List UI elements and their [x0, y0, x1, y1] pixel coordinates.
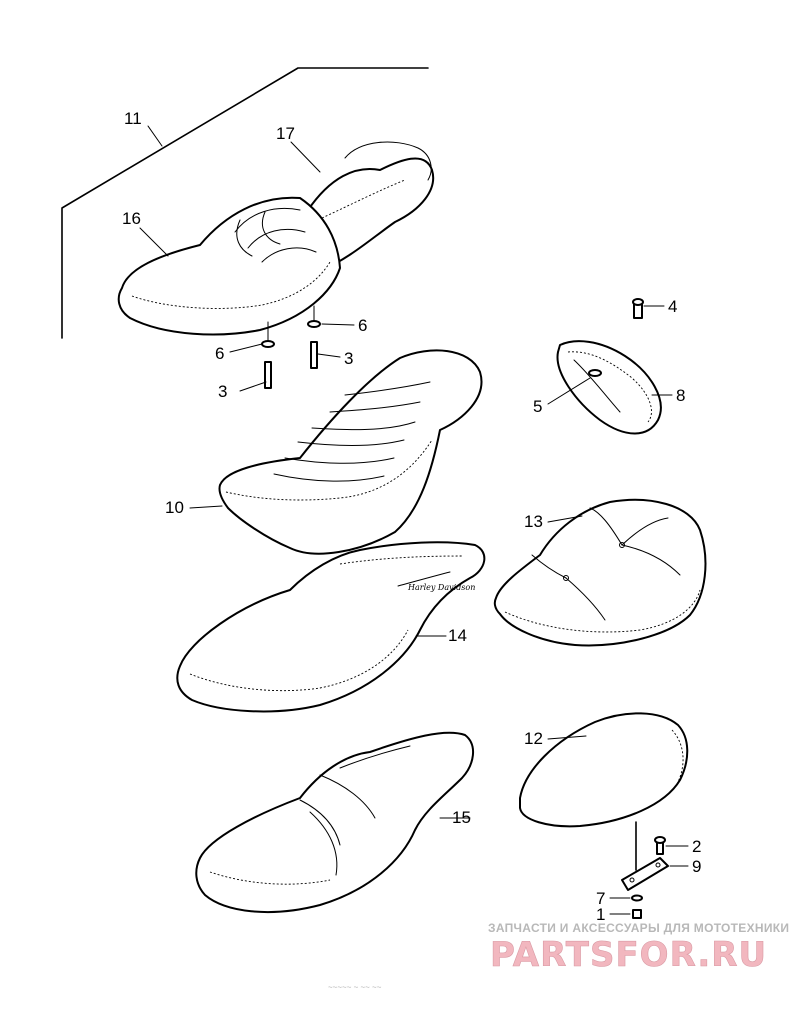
- bracket-9: [621, 857, 669, 891]
- harley-davidson-script-logo: Harley Davidson: [407, 583, 475, 592]
- seat-15: [195, 731, 474, 913]
- watermark-logo: PARTSFOR.RU: [490, 935, 767, 975]
- callout-3-left: 3: [218, 382, 227, 401]
- callout-10: 10: [165, 498, 184, 517]
- callout-5: 5: [533, 397, 542, 416]
- hardware-right-screw-washer: [307, 305, 321, 369]
- assembly-11-bracket: [61, 67, 429, 339]
- washer-5: [588, 369, 602, 377]
- callout-1: 1: [596, 905, 605, 924]
- hardware-left-screw-washer: [261, 321, 275, 389]
- callout-11: 11: [124, 109, 142, 128]
- callout-3-right: 3: [344, 349, 353, 368]
- leader-lines: [139, 125, 689, 915]
- seat-10: [218, 349, 483, 555]
- seat-assembly-16-17: [117, 141, 435, 336]
- callout-6-left: 6: [215, 344, 224, 363]
- watermark: ЗАПЧАСТИ И АКСЕССУАРЫ ДЛЯ МОТОТЕХНИКИ PA…: [488, 921, 789, 975]
- callout-17: 17: [276, 124, 295, 143]
- callout-labels: 11 17 16 6 6 3 3 4 5 8 10 13 14 12 15 2 …: [122, 109, 701, 924]
- callout-2: 2: [692, 837, 701, 856]
- callout-4: 4: [668, 297, 677, 316]
- callout-8: 8: [676, 386, 685, 405]
- callout-7: 7: [596, 889, 605, 908]
- callout-16: 16: [122, 209, 141, 228]
- bolt-4: [632, 298, 644, 319]
- seat-12-solo: [519, 712, 689, 871]
- callout-9: 9: [692, 857, 701, 876]
- screw-2: [654, 836, 666, 855]
- callout-12: 12: [524, 729, 543, 748]
- callout-6-right: 6: [358, 316, 367, 335]
- seat-13-pillow: [493, 498, 707, 647]
- callout-15: 15: [452, 808, 471, 827]
- washer-7: [631, 894, 643, 902]
- callout-13: 13: [524, 512, 543, 531]
- callout-14: 14: [448, 626, 467, 645]
- nut-1: [632, 909, 642, 919]
- footer-faint-text: ~~~~~ ~ ~~ ~~: [328, 983, 382, 992]
- strap-8: [556, 340, 662, 435]
- watermark-tagline: ЗАПЧАСТИ И АКСЕССУАРЫ ДЛЯ МОТОТЕХНИКИ: [488, 921, 789, 935]
- seat-14: Harley Davidson: [176, 541, 486, 713]
